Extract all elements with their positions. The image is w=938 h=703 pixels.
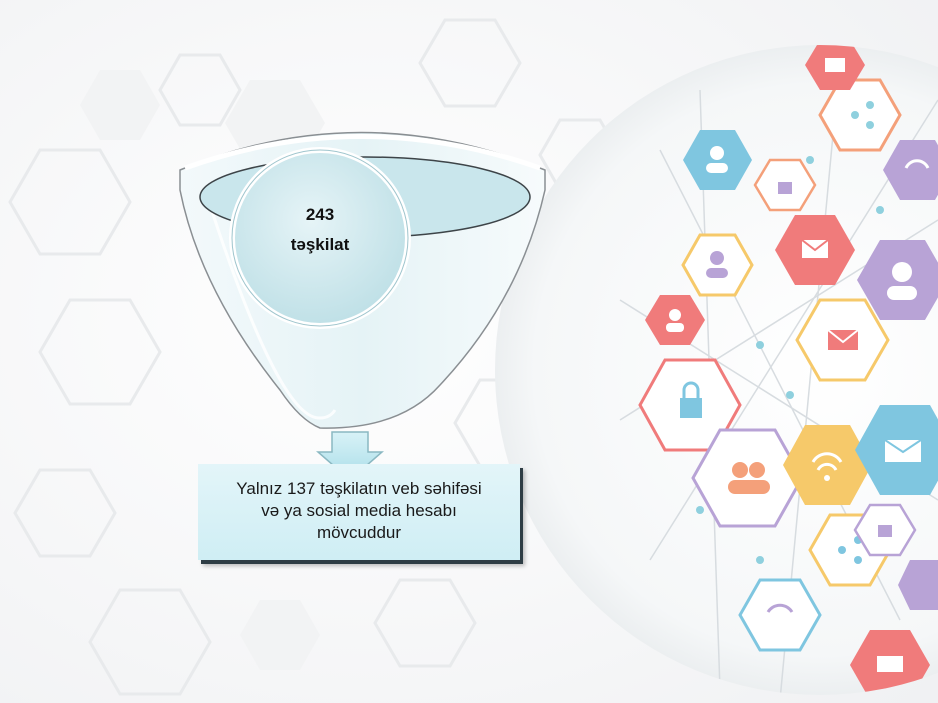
funnel: [179, 131, 546, 429]
users-icon: [691, 428, 804, 528]
count-label: 243 təşkilat: [250, 200, 390, 260]
wifi-icon: [783, 425, 872, 505]
mail-icon: [795, 298, 890, 382]
wifi-icon: [738, 578, 822, 652]
mail-icon: [775, 215, 855, 285]
result-line-3: mövcuddur: [316, 523, 402, 542]
user-icon: [681, 233, 754, 297]
background-hexagons: [8, 18, 622, 696]
wifi-icon: [883, 140, 938, 200]
result-line-2: və ya sosial media hesabı: [261, 501, 457, 520]
mail-icon: [855, 405, 938, 495]
count-unit: təşkilat: [290, 235, 350, 254]
lock-icon: [853, 503, 917, 557]
share-icon: [818, 78, 902, 152]
user-icon: [645, 295, 705, 345]
user-icon: [683, 130, 752, 190]
globe-connector-dots: [696, 156, 884, 564]
result-line-1: Yalnız 137 təşkilatın veb səhifəsi: [236, 479, 482, 498]
lock-icon: [753, 158, 817, 212]
network-globe: [495, 45, 938, 695]
result-box: Yalnız 137 təşkilatın veb səhifəsi və ya…: [198, 464, 520, 560]
mail-icon: [805, 45, 865, 90]
user-icon: [857, 240, 938, 320]
user-icon: [898, 560, 938, 610]
count-value: 243: [305, 205, 335, 224]
